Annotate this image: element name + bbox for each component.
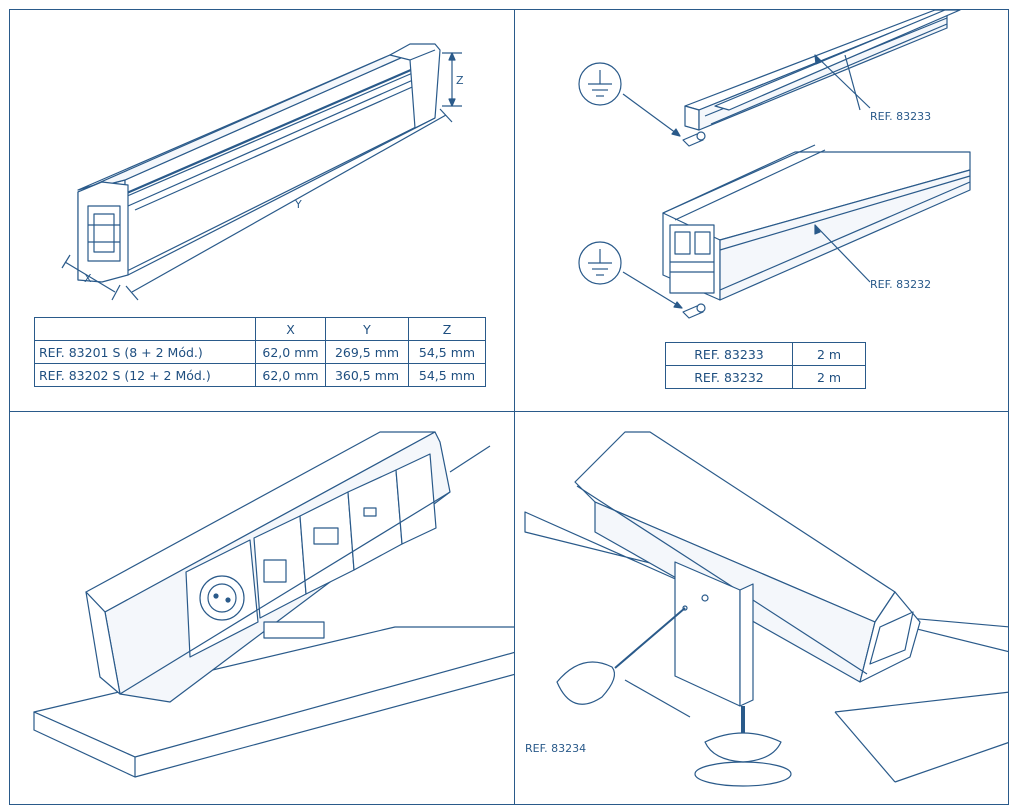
table-cell: 269,5 mm (325, 340, 409, 364)
table-header-row: X Y Z (34, 317, 486, 341)
table-cell: REF. 83202 S (12 + 2 Mód.) (34, 363, 256, 387)
clamp-panel: REF. 83234 (514, 411, 1009, 805)
dimensions-table: X Y Z REF. 83201 S (8 + 2 Mód.) 62,0 mm … (34, 317, 486, 387)
profiles-drawing (578, 10, 971, 319)
table-header-cell: X (255, 317, 326, 341)
profiles-panel: REF. 83233 REF. 83232 REF. 83233 2 m REF… (514, 9, 1009, 412)
table-cell: 54,5 mm (408, 340, 486, 364)
ground-icon (578, 62, 622, 106)
table-row: REF. 83233 2 m (665, 342, 866, 366)
profile-ref-label: REF. 83233 (870, 110, 932, 123)
lengths-table: REF. 83233 2 m REF. 83232 2 m (665, 342, 866, 389)
table-cell: REF. 83233 (665, 342, 793, 366)
table-cell: 62,0 mm (255, 340, 326, 364)
table-header-cell (34, 317, 256, 341)
table-cell: REF. 83232 (665, 365, 793, 389)
table-header-cell: Y (325, 317, 409, 341)
table-cell: 2 m (792, 365, 866, 389)
clamp-ref-label: REF. 83234 (525, 742, 587, 755)
power-strip-drawing (61, 43, 462, 301)
profile-ref-label: REF. 83232 (870, 278, 932, 291)
table-row: REF. 83201 S (8 + 2 Mód.) 62,0 mm 269,5 … (34, 340, 486, 364)
table-row: REF. 83202 S (12 + 2 Mód.) 62,0 mm 360,5… (34, 363, 486, 387)
table-cell: 54,5 mm (408, 363, 486, 387)
table-header-cell: Z (408, 317, 486, 341)
clamp-drawing (524, 431, 1008, 787)
dimension-y-label: Y (295, 198, 302, 211)
dimension-z-label: Z (456, 74, 464, 87)
ground-icon (578, 241, 622, 285)
mounted-strip-drawing (33, 431, 514, 778)
dimensions-panel: Z Y X X Y Z REF. 83201 S (8 + 2 Mód.) 62… (9, 9, 515, 412)
table-cell: 2 m (792, 342, 866, 366)
table-cell: 62,0 mm (255, 363, 326, 387)
table-cell: 360,5 mm (325, 363, 409, 387)
table-cell: REF. 83201 S (8 + 2 Mód.) (34, 340, 256, 364)
table-row: REF. 83232 2 m (665, 365, 866, 389)
mounted-strip-panel (9, 411, 515, 805)
dimension-x-label: X (84, 272, 92, 285)
